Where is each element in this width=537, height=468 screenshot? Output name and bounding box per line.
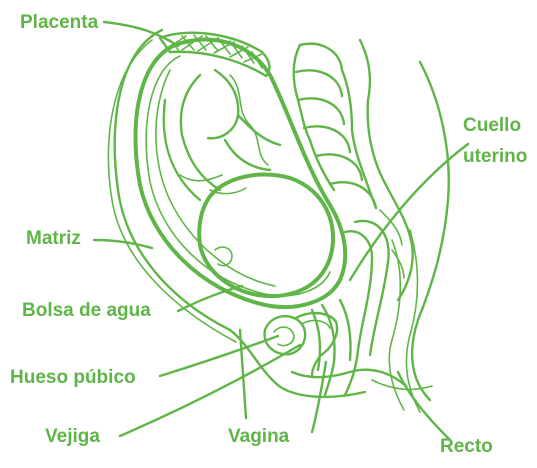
leader-cuello: [350, 144, 468, 280]
pubic-bone: [265, 316, 306, 354]
label-vagina: Vagina: [228, 426, 289, 448]
fetus-legs: [208, 70, 280, 170]
label-hueso-pubico: Hueso púbico: [10, 367, 136, 389]
uterus-outline: [135, 39, 345, 307]
leader-recto: [398, 372, 450, 440]
back-contour: [412, 62, 449, 400]
leader-matriz: [94, 240, 152, 248]
label-recto: Recto: [440, 436, 493, 458]
label-bolsa-de-agua: Bolsa de agua: [22, 300, 151, 322]
fetus: [164, 70, 333, 296]
label-cuello-uterino-line2: uterino: [463, 146, 527, 168]
label-vejiga: Vejiga: [45, 426, 100, 448]
leader-placenta: [104, 22, 178, 46]
leader-hueso: [160, 336, 278, 376]
label-placenta: Placenta: [20, 12, 98, 34]
leader-bolsa: [178, 286, 242, 311]
label-cuello-uterino-line1: Cuello: [463, 115, 521, 137]
label-matriz: Matriz: [26, 228, 81, 250]
